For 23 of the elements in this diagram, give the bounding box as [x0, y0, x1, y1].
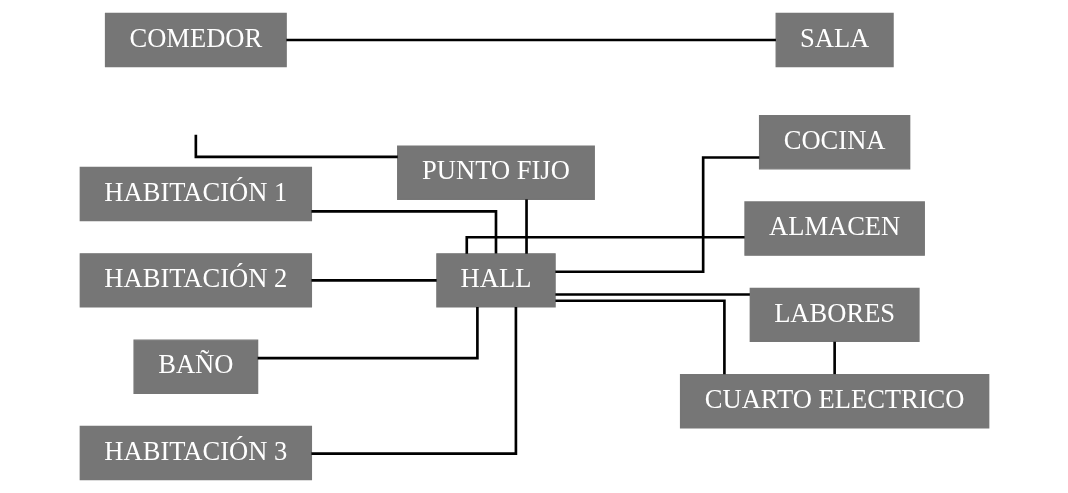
connector — [194, 134, 398, 159]
node-box: HABITACIÓN 3 — [79, 425, 312, 481]
connector — [554, 293, 750, 296]
connector — [554, 299, 726, 375]
connector — [524, 199, 528, 254]
connector — [285, 38, 776, 42]
node-box: HABITACIÓN 1 — [79, 166, 312, 222]
connector — [832, 341, 836, 375]
node-box: LABORES — [749, 287, 920, 343]
connector — [310, 279, 437, 282]
node-box: HALL — [435, 253, 556, 308]
connector — [310, 307, 517, 455]
node-box: HABITACIÓN 2 — [79, 253, 312, 308]
connector — [554, 156, 759, 274]
node-box: CUARTO ELECTRICO — [679, 374, 989, 429]
node-box: ALMACEN — [743, 201, 925, 256]
connector — [257, 307, 479, 360]
connector — [310, 210, 497, 254]
node-box: BAÑO — [132, 339, 258, 394]
node-box: COMEDOR — [104, 12, 287, 68]
node-box: SALA — [775, 12, 894, 68]
node-box: COCINA — [758, 115, 910, 170]
node-box: PUNTO FIJO — [396, 145, 595, 200]
